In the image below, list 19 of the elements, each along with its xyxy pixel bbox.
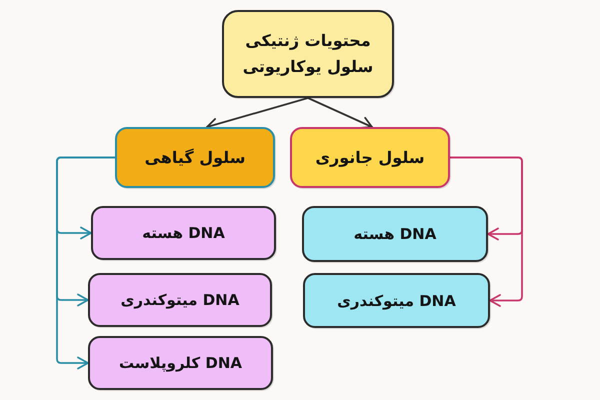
node-label: محتویات ژنتیکی سلول یوکاریوتی [242, 30, 374, 78]
item-box [88, 273, 272, 327]
topic-box [222, 10, 394, 98]
node-label: DNA میتوکندری [120, 290, 240, 311]
connector-arrow [307, 97, 373, 129]
item-box [303, 273, 490, 328]
item-box [88, 336, 273, 390]
node-label: DNA میتوکندری [337, 290, 456, 312]
connector-arrow [449, 156, 523, 307]
category-box [115, 127, 275, 188]
node-label: DNA هسته [142, 223, 225, 244]
item-box [91, 206, 276, 260]
node-label: سلول گیاهی [144, 146, 246, 169]
node-label: DNA هسته [354, 224, 436, 245]
item-box [302, 206, 488, 262]
connector-arrow [56, 156, 116, 370]
node-label: سلول جانوری [315, 146, 425, 169]
category-box [290, 127, 450, 188]
node-label: DNA کلروپلاست [119, 353, 242, 374]
